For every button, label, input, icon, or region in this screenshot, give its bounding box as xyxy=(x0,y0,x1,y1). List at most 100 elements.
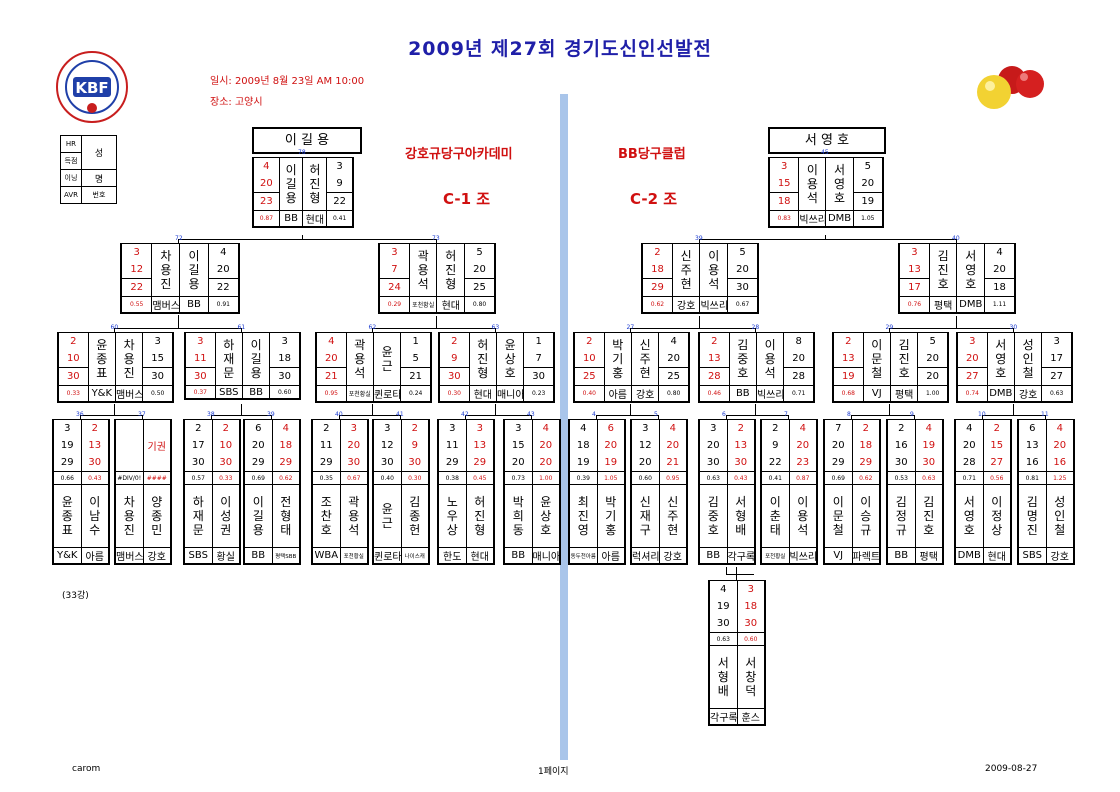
player-b-score: 13 xyxy=(727,437,755,454)
match-number: 43 xyxy=(527,411,535,418)
player-b-avr: 0.67 xyxy=(728,297,758,313)
player-b-hr: 2 xyxy=(401,420,429,437)
match-number: 10 xyxy=(978,411,986,418)
bracket-line xyxy=(465,415,531,416)
player-a-hr: 3 xyxy=(958,333,988,350)
player-a-hr: 3 xyxy=(770,158,799,175)
player-a-hr: 3 xyxy=(122,244,152,261)
player-a-team: DMB xyxy=(987,386,1014,402)
player-a-score: 20 xyxy=(825,437,853,454)
player-a-team: 현대 xyxy=(469,386,496,402)
player-b-inning: 27 xyxy=(983,454,1011,472)
player-b-hr: 2 xyxy=(852,420,880,437)
player-b-hr: 4 xyxy=(208,244,238,261)
player-b-score: 17 xyxy=(1042,350,1072,368)
player-b-score: 18 xyxy=(270,350,300,368)
bracket-line xyxy=(755,404,756,415)
player-b-name: 허진형 xyxy=(303,158,327,211)
player-b-inning: 30 xyxy=(737,615,765,633)
player-b-team: 매니아 xyxy=(532,548,560,564)
match-card: 3김진호서영호4132017180.76평택DMB1.11 xyxy=(898,243,1016,314)
legend-score: 득점 xyxy=(61,153,82,170)
player-a-score: 11 xyxy=(439,437,467,454)
player-b-avr: 0.87 xyxy=(789,472,817,485)
player-b-avr: 0.67 xyxy=(340,472,368,485)
match-number: 7 xyxy=(784,411,788,418)
player-b-hr: 2 xyxy=(983,420,1011,437)
bracket-line xyxy=(889,328,1013,329)
player-a-name: 곽용석 xyxy=(409,244,437,297)
player-a-hr: 3 xyxy=(186,333,216,350)
player-a-score: 12 xyxy=(374,437,402,454)
bracket-line xyxy=(372,404,373,415)
footer-right: 2009-08-27 xyxy=(985,764,1037,774)
player-a-hr: 7 xyxy=(825,420,853,437)
player-a-hr: 2 xyxy=(185,420,213,437)
player-a-score: 20 xyxy=(700,437,728,454)
player-a-team: BB xyxy=(888,548,916,564)
player-b-hr: 5 xyxy=(728,244,758,261)
match-card: 23112029300.350.67조찬호곽용석WBA포천황실 xyxy=(311,419,369,565)
player-b-hr: 5 xyxy=(853,158,882,175)
player-b-inning: 29 xyxy=(466,454,494,472)
player-b-avr: 1.05 xyxy=(597,472,625,485)
player-b-score: 18 xyxy=(852,437,880,454)
bracket-line xyxy=(114,404,115,415)
player-a-team: 맴버스 xyxy=(152,297,180,313)
player-a-avr: 0.62 xyxy=(643,297,673,313)
player-a-inning: 27 xyxy=(958,368,988,386)
player-b-hr: 8 xyxy=(784,333,814,350)
match-card: 3차용진이길용4122022220.55맴버스BB0.91 xyxy=(120,243,240,314)
player-a-avr: 0.38 xyxy=(439,472,467,485)
player-b-name: 양종민 xyxy=(143,485,171,548)
player-a-team: SBS xyxy=(185,548,213,564)
player-a-score: 13 xyxy=(1019,437,1047,454)
player-a-team: BB xyxy=(279,211,303,227)
match-card: 2신주현이용석5182029300.62강호빅쓰리0.67 xyxy=(641,243,759,314)
legend-name1: 성 xyxy=(82,136,117,170)
player-b-score: 15 xyxy=(143,350,173,368)
player-a-name: 이문철 xyxy=(863,333,890,386)
player-a-team: 동두천아름 xyxy=(570,548,598,564)
player-a-score: 10 xyxy=(59,350,89,368)
player-b-avr: 0.63 xyxy=(915,472,943,485)
bracket-line xyxy=(495,404,496,415)
player-b-name: 곽용석 xyxy=(340,485,368,548)
match-number: 30 xyxy=(1010,324,1018,331)
match-card: 43191830300.630.60서형배서창덕각구록훈스 xyxy=(708,580,766,726)
player-a-name: 하재문 xyxy=(215,333,242,386)
player-b-team: 아름 xyxy=(81,548,109,564)
match-number: 9 xyxy=(910,411,914,418)
player-b-score: 20 xyxy=(728,261,758,279)
player-a-hr: 6 xyxy=(1019,420,1047,437)
player-b-inning: 30 xyxy=(524,368,554,386)
player-a-score: 18 xyxy=(643,261,673,279)
player-a-hr: 4 xyxy=(710,581,738,598)
player-b-hr: 3 xyxy=(1042,333,1072,350)
player-a-avr: 0.63 xyxy=(710,633,738,646)
match-card: 22171030300.570.33하재문이성권SBS황실 xyxy=(183,419,241,565)
player-a-hr: 2 xyxy=(834,333,864,350)
player-a-inning: 20 xyxy=(505,454,533,472)
player-b-team: 퀸로타 xyxy=(373,386,400,402)
player-a-name: 이길용 xyxy=(245,485,273,548)
bracket-line xyxy=(80,415,142,416)
player-b-score: 13 xyxy=(81,437,109,454)
player-b-name: 이성권 xyxy=(212,485,240,548)
player-b-team: 현대 xyxy=(303,211,327,227)
player-a-score: 9 xyxy=(440,350,470,368)
bracket-line xyxy=(1013,404,1014,415)
player-b-name: 이용석 xyxy=(700,244,728,297)
player-a-inning: 16 xyxy=(1019,454,1047,472)
match-number: 42 xyxy=(461,411,469,418)
player-b-team: BB xyxy=(180,297,208,313)
player-b-inning: 30 xyxy=(727,454,755,472)
match-number: 73 xyxy=(432,235,440,242)
player-a-inning: 30 xyxy=(186,368,216,386)
player-a-inning: 25 xyxy=(575,368,605,386)
event-place: 장소: 고양시 xyxy=(210,93,263,108)
player-a-score: 13 xyxy=(900,261,930,279)
